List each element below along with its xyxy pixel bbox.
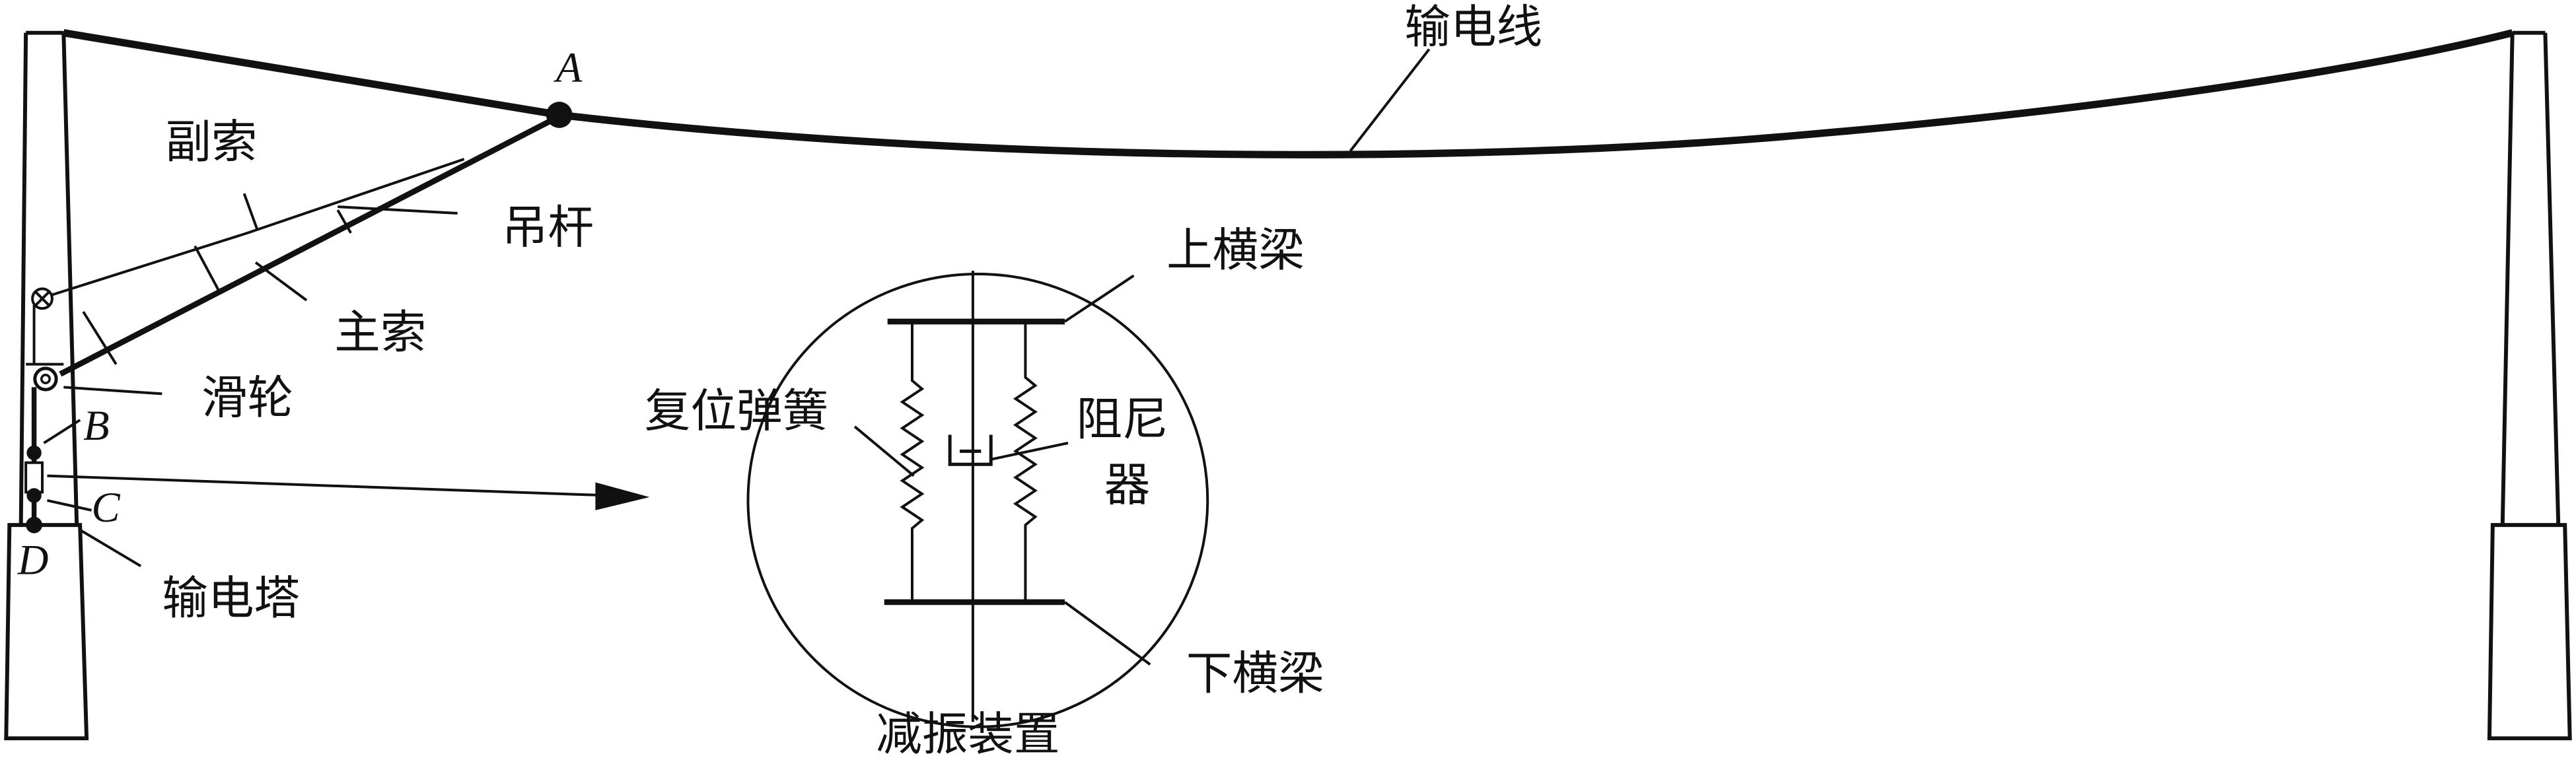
damper-box bbox=[24, 461, 44, 494]
point-c-node bbox=[26, 488, 42, 503]
main-cable-label: 主索 bbox=[334, 306, 426, 359]
damping-device-detail bbox=[746, 271, 1209, 728]
upper-pulley-cross-icon bbox=[34, 291, 50, 306]
tower-label: 输电塔 bbox=[162, 571, 300, 625]
point-d-node bbox=[26, 516, 42, 534]
auxiliary-cable-label: 副索 bbox=[165, 116, 257, 169]
boom-rod bbox=[59, 117, 554, 377]
pulley-label: 滑轮 bbox=[201, 371, 293, 425]
detail-arrow bbox=[47, 474, 609, 497]
power-line bbox=[63, 29, 2514, 158]
damper-label-line1: 阻尼 bbox=[1076, 392, 1168, 446]
point-b-node bbox=[26, 445, 42, 460]
point-c-label: C bbox=[92, 483, 121, 531]
right-tower bbox=[2487, 30, 2572, 741]
upper-beam-label: 上横梁 bbox=[1166, 224, 1305, 277]
damping-device-label: 减振装置 bbox=[876, 708, 1059, 758]
point-b-label: B bbox=[83, 401, 109, 449]
leader-lines bbox=[43, 48, 1431, 567]
cable-ties bbox=[82, 209, 352, 365]
damper-label-line2: 器 bbox=[1104, 458, 1151, 512]
point-d-label: D bbox=[17, 536, 49, 584]
point-a-label: A bbox=[554, 44, 583, 91]
power-line-label: 输电线 bbox=[1404, 1, 1542, 54]
lower-beam-label: 下横梁 bbox=[1186, 647, 1324, 701]
lower-pulley bbox=[33, 366, 58, 392]
arrowhead-icon bbox=[595, 482, 650, 510]
boom-label: 吊杆 bbox=[502, 201, 594, 254]
left-tower bbox=[4, 30, 89, 741]
auxiliary-cable bbox=[50, 158, 465, 297]
reset-spring-label: 复位弹簧 bbox=[645, 384, 828, 438]
damper-cup bbox=[948, 434, 993, 466]
